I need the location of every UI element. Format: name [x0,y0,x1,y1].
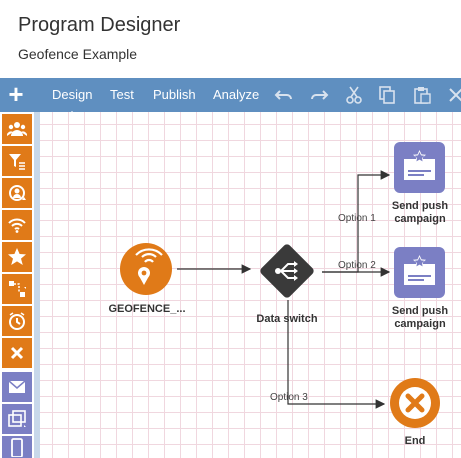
page-subtitle: Geofence Example [18,46,138,62]
switch-icon [275,261,298,281]
email-icon[interactable] [2,372,32,402]
edge-label-option-2: Option 2 [338,260,376,271]
plus-icon[interactable]: + [8,79,24,109]
message-icon[interactable] [2,404,32,434]
copy-icon[interactable] [377,85,397,105]
data-switch-label: Data switch [256,313,318,325]
edge-label-option-1: Option 1 [338,213,376,224]
edge-label-option-3: Option 3 [270,392,308,403]
cut-icon[interactable] [344,85,364,105]
push-campaign-icon [404,150,435,180]
wifi-icon[interactable] [2,210,32,240]
push-campaign-node-2[interactable] [394,247,445,298]
push-campaign-2-label: Send push campaign [380,305,460,331]
close-x-icon[interactable] [2,338,32,368]
push-campaign-1-label-line2: campaign [394,213,446,225]
node-palette [0,112,34,458]
redo-icon[interactable] [309,85,329,105]
paste-icon[interactable] [412,85,432,105]
tab-test[interactable]: Test [110,87,134,102]
page-header: Program Designer Geofence Example [0,0,461,78]
push-campaign-icon [404,255,435,285]
close-icon[interactable] [446,85,461,105]
tab-analyze[interactable]: Analyze [213,87,260,102]
split-icon[interactable] [2,274,32,304]
push-campaign-1-label: Send push campaign [380,200,460,226]
data-switch-node[interactable] [254,238,320,304]
undo-icon[interactable] [274,85,294,105]
geofence-icon [135,248,163,285]
push-campaign-1-label-line1: Send push [391,200,449,212]
push-campaign-node-1[interactable] [394,142,445,193]
geofence-node-label: GEOFENCE_... [108,303,186,315]
page-title: Program Designer [18,14,181,36]
end-x-icon [399,387,431,419]
mobile-icon[interactable] [2,436,32,458]
end-node[interactable] [390,378,440,428]
push-campaign-2-label-line2: campaign [394,318,446,330]
palette-divider [34,112,40,458]
star-icon[interactable] [2,242,32,272]
timer-icon[interactable] [2,306,32,336]
edge-option-3 [287,300,386,409]
audience-icon[interactable] [2,114,32,144]
push-campaign-2-label-line1: Send push [391,305,449,317]
tab-publish[interactable]: Publish [153,87,196,102]
filter-icon[interactable] [2,146,32,176]
geofence-node[interactable] [120,243,172,295]
end-node-label: End [404,435,426,447]
cycle-icon[interactable] [2,178,32,208]
